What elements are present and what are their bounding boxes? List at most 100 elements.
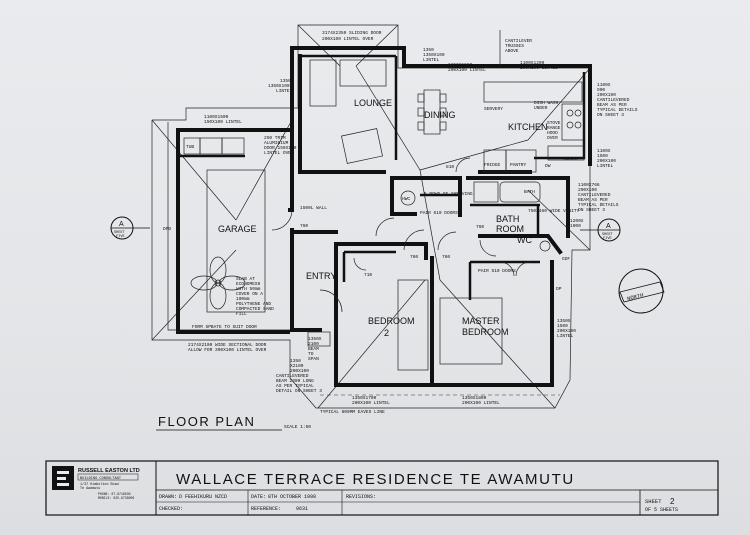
annotation-garage-note-5: 100mm (236, 296, 250, 302)
label-bath-fixture: BATH (524, 189, 535, 195)
annotation-right-21: 1500 (557, 323, 568, 329)
annotation-lintel-1100d: 150X100 LINTEL (204, 119, 242, 125)
annotation-eaves: TYPICAL 600MM EAVES LINE (320, 409, 385, 415)
north-label: NORTH (626, 292, 644, 303)
annotation-cantilever: CANTILEVER (505, 38, 532, 44)
annotation-address-1: 1/37 Kimbolton Road (80, 482, 119, 487)
annotation-bot-lintel-1: 1350X1700 (352, 395, 377, 401)
label-servery: SERVERY (484, 106, 503, 112)
annotation-cant-1: 1350 (290, 358, 301, 364)
annotation-right-2: 900 (597, 87, 605, 93)
annotation-dp: DP (556, 286, 562, 292)
project-title: WALLACE TERRACE RESIDENCE TE AWAMUTU (176, 471, 575, 488)
annotation-beam-2: 2100 (308, 341, 319, 347)
annotation-sheet-label: SHEET (645, 498, 662, 505)
annotation-beam-5: SPAN (308, 356, 319, 362)
annotation-letter: A (119, 221, 124, 228)
annotation-drawn-label: DRAWN: (159, 494, 177, 500)
annotation-gdf: GDF (562, 256, 570, 262)
label-bench: BENCH (564, 156, 578, 162)
annotation-trim-1: 250 TRIM (264, 135, 286, 141)
drawn-by: D FEEHIKURU NZCD (179, 494, 227, 500)
annotation-hood: HOOD (547, 130, 558, 136)
annotation-d760b: 760 (410, 254, 418, 260)
label-lounge: LOUNGE (354, 98, 392, 108)
label-master: MASTER (462, 316, 500, 326)
annotation-lintel-1100b: 200X100 LINTEL (520, 65, 558, 71)
annotation-right-8: 1100X (597, 148, 611, 154)
annotation-garage-note-8: FILL (236, 311, 247, 317)
label-dining: DINING (424, 110, 456, 120)
label-kitchen: KITCHEN (508, 122, 548, 132)
annotation-sheet-b: FIVE (116, 235, 125, 239)
annotation-beam-1: 1350X (308, 336, 322, 342)
annotation-cant-3: 200X100 (290, 368, 309, 374)
door-swings (271, 157, 531, 313)
annotation-garage-door-2: ALLOW FOR 300X100 LINTEL OVER (188, 347, 267, 353)
annotation-garage-note-1: SLAB AT (236, 276, 255, 282)
annotation-garage-note-4: COVER ON A (236, 291, 263, 297)
annotation-date-label: DATE: (251, 494, 266, 500)
annotation-lintel-1250b: 200X100 LINTEL (448, 67, 486, 73)
north-arrow: NORTH (618, 268, 665, 314)
annotation-right-15: BEAM AS PER (578, 197, 608, 203)
label-bath: BATH (496, 214, 519, 224)
annotation-dish-2: UNDER (534, 105, 548, 111)
annotation-right-3: 200X100 (597, 92, 616, 98)
annotation-range: RANGE (547, 125, 561, 131)
company-logo (52, 466, 74, 490)
fixtures (183, 59, 585, 371)
company-name: RUSSELL EASTON LTD (78, 468, 140, 474)
annotation-right-18: 1200X (570, 218, 584, 224)
annotation-right-22: 200X100 (557, 328, 576, 334)
annotation-d810: 810 (446, 164, 454, 170)
label-entry: ENTRY (306, 271, 336, 281)
annotation-trim-2: ALUMINIUM (264, 140, 289, 146)
label-wc: WC (517, 235, 532, 245)
label-bedroom2: BEDROOM (368, 316, 415, 326)
annotation-shelving: 5 ROWS OF SHELVING (424, 191, 473, 197)
annotation-letter: A (606, 223, 611, 230)
label-pantry: PANTRY (510, 162, 527, 168)
annotation-cant-5: BEAM 2300 LONG (276, 378, 314, 384)
annotation-reference-label: REFERENCE: (251, 506, 281, 512)
sheet-number: 2 (670, 497, 675, 506)
annotation-d710: 710 (364, 272, 372, 278)
annotation-revisions-label: REVISIONS: (346, 494, 376, 500)
annotation-left-2: 1350X100 (268, 83, 290, 89)
annotation-cant-4: CANTILEVERED (276, 373, 309, 379)
reference-number: 9631 (296, 506, 308, 512)
label-bedroom2-num: 2 (384, 328, 389, 338)
annotation-right-9: 1500 (597, 153, 608, 159)
annotation-right-7: ON SHEET 3 (597, 112, 624, 118)
annotation-right-6: TYPICAL DETAILS (597, 107, 638, 113)
room-labels: LOUNGE DINING KITCHEN GARAGE ENTRY BEDRO… (186, 98, 578, 338)
annotation-right-19: 1000 (570, 223, 581, 229)
annotation-lintel-1350b: 1350X100 (423, 52, 445, 58)
annotation-right-12: 1100X766 (578, 182, 600, 188)
annotation-wall-1500: 1500L WALL (300, 205, 327, 211)
annotation-d760a: 760 (300, 223, 308, 229)
annotation-above: ABOVE (505, 48, 519, 54)
annotation-address-2: Te Awamutu (80, 487, 100, 491)
label-hwc: HWC (402, 196, 410, 202)
label-fridge: FRIDGE (484, 162, 501, 168)
title-block: RUSSELL EASTON LTD BUILDING CONSULTANT 1… (45, 460, 719, 516)
walls (176, 46, 592, 387)
annotation-trim-3: DOOR 150X100 (264, 145, 297, 151)
annotation-beam-3: BEAM (308, 346, 319, 352)
annotation-sheet-a: SHEET (602, 233, 614, 237)
annotation-trim-4: LINTEL OVER (264, 150, 294, 156)
annotation-right-14: CANTILEVERED (578, 192, 611, 198)
label-dw: DW (545, 163, 551, 169)
floor-plan-title: FLOOR PLAN (158, 414, 255, 429)
annotation-right-13: 200X100 (578, 187, 597, 193)
annotation-lintel-1100: 1100X1200 (520, 60, 545, 66)
drawing-date: 8TH OCTOBER 1998 (268, 494, 316, 500)
annotation-sliding-door: 3174X2350 SLIDING DOOR (322, 30, 382, 36)
label-garage: GARAGE (218, 224, 257, 234)
annotation-d760d: 760 (476, 224, 484, 230)
annotation-left-1: 1350 (280, 78, 291, 84)
annotation-pair-doors2: PAIR 510 DOORS (478, 268, 516, 274)
